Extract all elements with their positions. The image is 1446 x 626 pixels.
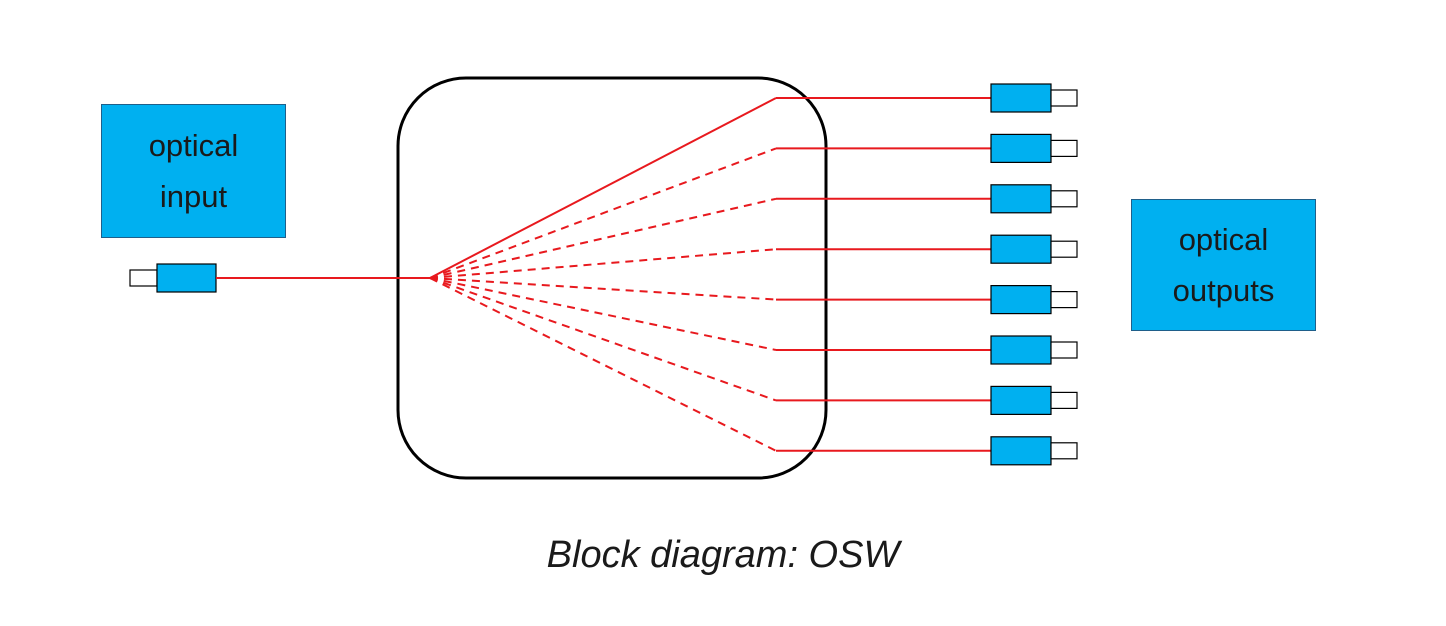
output-connector-ferrule-4 [1050, 240, 1078, 258]
diagram-caption: Block diagram: OSW [546, 534, 900, 576]
switch-path-4 [429, 248, 777, 279]
switch-path-8 [429, 277, 777, 452]
output-connector-ferrule-2 [1050, 139, 1078, 157]
switch-path-3 [429, 197, 777, 279]
output-connector-ferrule-5 [1050, 291, 1078, 309]
output-connector-ferrule-7 [1050, 391, 1078, 409]
output-connector-body-7 [990, 385, 1052, 415]
input-connector-ferrule [129, 269, 158, 287]
input-connector-body [156, 263, 217, 293]
output-connector-body-3 [990, 184, 1052, 214]
output-connector-body-8 [990, 436, 1052, 466]
optical-outputs-label-line1: optical [1178, 222, 1269, 257]
output-connector-body-5 [990, 285, 1052, 315]
optical-outputs-label-box: optical outputs [1131, 199, 1316, 331]
output-connector-body-1 [990, 83, 1052, 113]
optical-input-label-box: optical input [101, 104, 286, 238]
optical-outputs-label-line2: outputs [1172, 273, 1275, 308]
output-ports-group [429, 83, 1078, 466]
switch-path-6 [429, 277, 777, 351]
output-connector-ferrule-3 [1050, 190, 1078, 208]
output-connector-body-4 [990, 234, 1052, 264]
optical-switch-body [396, 76, 828, 480]
switch-path-2 [429, 147, 777, 279]
output-connector-ferrule-8 [1050, 442, 1078, 460]
switch-path-5 [429, 277, 777, 301]
optical-input-label-line1: optical [148, 128, 239, 163]
output-connector-body-2 [990, 133, 1052, 163]
output-connector-ferrule-6 [1050, 341, 1078, 359]
switch-path-7 [429, 277, 777, 402]
optical-input-label-line2: input [159, 179, 228, 214]
output-connector-ferrule-1 [1050, 89, 1078, 107]
switch-path-1 [429, 97, 777, 279]
output-connector-body-6 [990, 335, 1052, 365]
